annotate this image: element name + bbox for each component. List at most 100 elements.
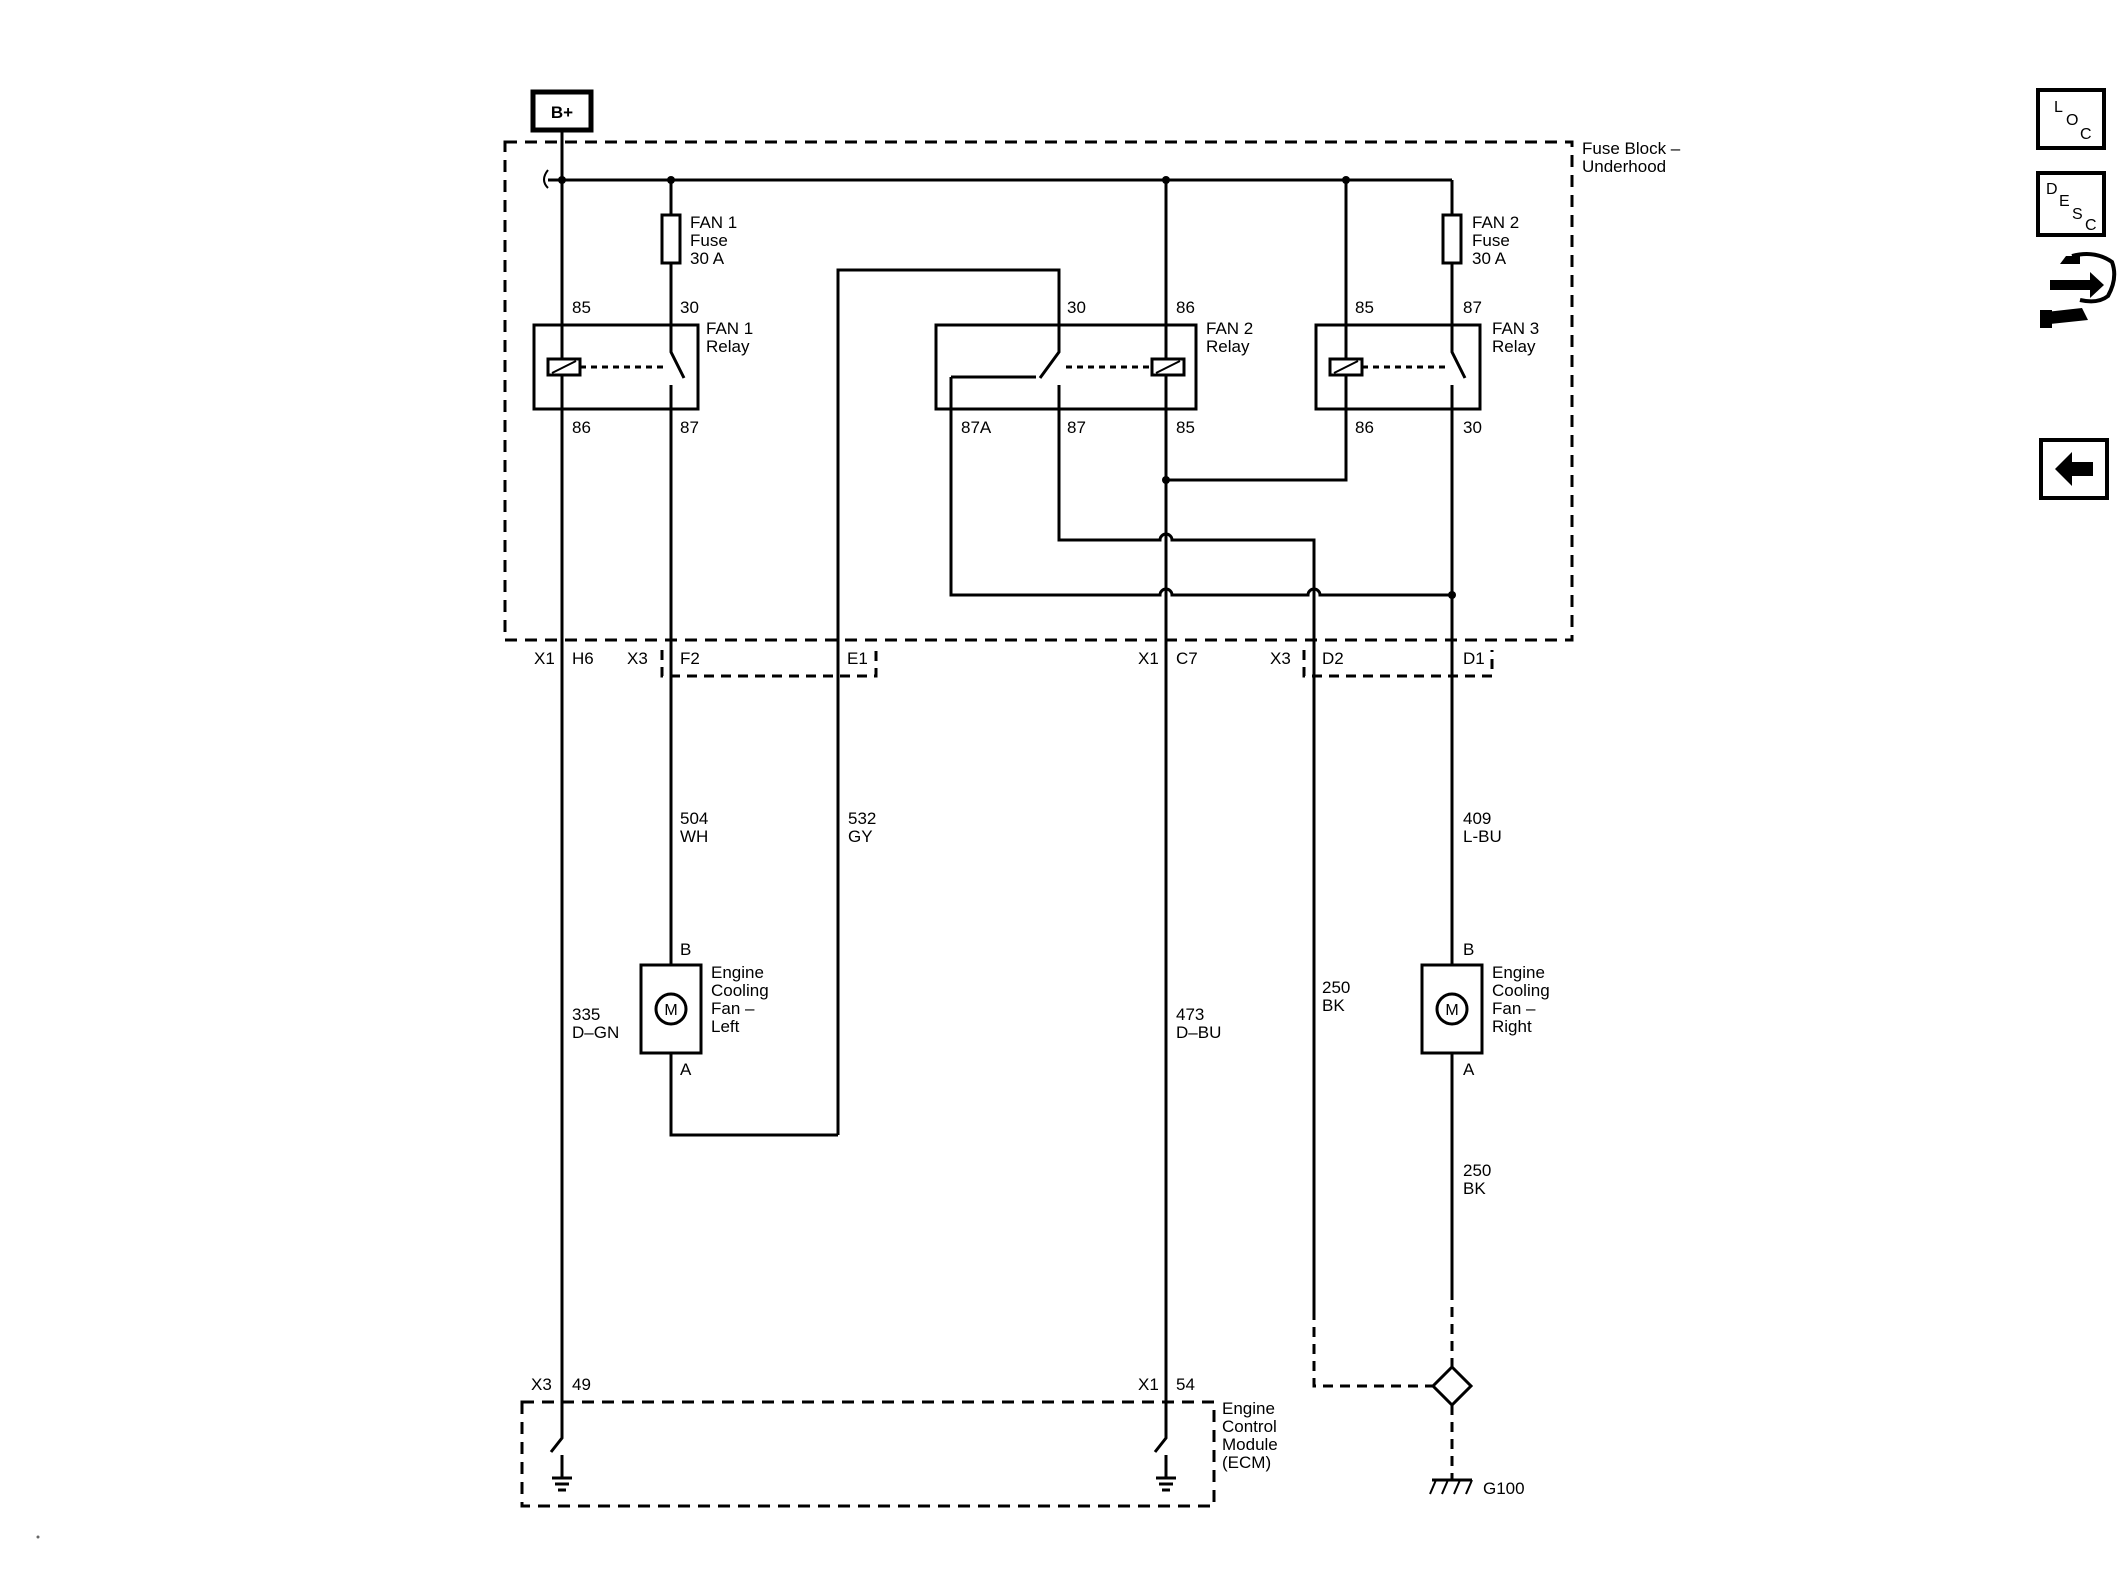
svg-text:X1: X1 (1138, 649, 1159, 668)
svg-text:FAN 1: FAN 1 (706, 319, 753, 338)
svg-text:H6: H6 (572, 649, 594, 668)
svg-text:F2: F2 (680, 649, 700, 668)
svg-text:BK: BK (1463, 1179, 1486, 1198)
fan2-relay-switch (1038, 325, 1061, 379)
svg-text:Control: Control (1222, 1417, 1277, 1436)
svg-text:250: 250 (1322, 978, 1350, 997)
wire-335-label: 335 D–GN (572, 1005, 619, 1042)
location-button[interactable]: L O C (2036, 88, 2106, 150)
cooling-fan-right: M (1420, 963, 1484, 1055)
svg-text:B: B (680, 940, 691, 959)
fan3-relay-label: FAN 3 Relay (1492, 319, 1539, 356)
fan1-relay-switch (669, 325, 686, 409)
svg-text:L: L (2054, 99, 2063, 116)
svg-text:335: 335 (572, 1005, 600, 1024)
svg-text:54: 54 (1176, 1375, 1195, 1394)
fan1-fuse-label: FAN 1 Fuse 30 A (690, 213, 737, 268)
fuse-block-outline (503, 140, 1574, 642)
svg-text:M: M (1445, 1002, 1458, 1019)
svg-text:(ECM): (ECM) (1222, 1453, 1271, 1472)
svg-text:X1: X1 (534, 649, 555, 668)
svg-text:E: E (2059, 193, 2070, 210)
fan2-relay-label: FAN 2 Relay (1206, 319, 1253, 356)
svg-text:A: A (1463, 1060, 1475, 1079)
svg-text:L-BU: L-BU (1463, 827, 1502, 846)
ecm-low-side-driver-1 (549, 1425, 572, 1492)
fan2-relay (934, 323, 1198, 411)
back-button[interactable] (2039, 438, 2109, 500)
svg-text:87: 87 (1067, 418, 1086, 437)
connector-x3-right (1302, 650, 1494, 678)
svg-text:Engine: Engine (1492, 963, 1545, 982)
svg-text:85: 85 (1355, 298, 1374, 317)
svg-text:S: S (2072, 206, 2083, 223)
svg-text:O: O (2066, 112, 2078, 129)
svg-text:473: 473 (1176, 1005, 1204, 1024)
svg-text:D2: D2 (1322, 649, 1344, 668)
svg-text:49: 49 (572, 1375, 591, 1394)
svg-text:X3: X3 (1270, 649, 1291, 668)
svg-text:B: B (1463, 940, 1474, 959)
svg-text:86: 86 (1355, 418, 1374, 437)
connector-wrench-icon[interactable] (2040, 252, 2117, 328)
svg-text:FAN 2: FAN 2 (1206, 319, 1253, 338)
svg-text:504: 504 (680, 809, 708, 828)
svg-text:X3: X3 (627, 649, 648, 668)
svg-text:M: M (664, 1002, 677, 1019)
fan1-relay (532, 323, 700, 411)
svg-text:Engine: Engine (1222, 1399, 1275, 1418)
svg-text:Relay: Relay (1492, 337, 1536, 356)
svg-text:C7: C7 (1176, 649, 1198, 668)
left-arrow-icon (2055, 452, 2093, 486)
svg-text:Underhood: Underhood (1582, 157, 1666, 176)
cooling-fan-left: M (639, 963, 703, 1055)
cooling-fan-right-label: Engine Cooling Fan – Right (1492, 963, 1550, 1036)
svg-text:87: 87 (680, 418, 699, 437)
splice-symbol (543, 169, 549, 189)
svg-text:Fuse Block –: Fuse Block – (1582, 139, 1681, 158)
svg-text:85: 85 (1176, 418, 1195, 437)
svg-text:BK: BK (1322, 996, 1345, 1015)
cooling-fan-left-label: Engine Cooling Fan – Left (711, 963, 769, 1036)
svg-text:30 A: 30 A (1472, 249, 1507, 268)
wire-250a-label: 250 BK (1322, 978, 1350, 1015)
svg-text:A: A (680, 1060, 692, 1079)
svg-text:FAN 3: FAN 3 (1492, 319, 1539, 338)
wire-532-label: 532 GY (848, 809, 876, 846)
ground-splice (1430, 1364, 1474, 1408)
svg-text:D–GN: D–GN (572, 1023, 619, 1042)
svg-text:30 A: 30 A (690, 249, 725, 268)
wire-532-gy (836, 268, 1061, 1135)
ecm-outline (520, 1400, 1216, 1508)
wire-473-label: 473 D–BU (1176, 1005, 1221, 1042)
svg-text:85: 85 (572, 298, 591, 317)
wire-504-label: 504 WH (680, 809, 708, 846)
svg-text:GY: GY (848, 827, 873, 846)
svg-text:C: C (2085, 217, 2097, 234)
svg-text:E1: E1 (847, 649, 868, 668)
svg-text:X3: X3 (531, 1375, 552, 1394)
svg-text:Relay: Relay (706, 337, 750, 356)
svg-text:Left: Left (711, 1017, 740, 1036)
svg-text:409: 409 (1463, 809, 1491, 828)
connector-labels: X1 H6 X3 F2 E1 X1 C7 X3 D2 D1 (534, 649, 1485, 668)
svg-text:C: C (2080, 126, 2092, 143)
svg-text:86: 86 (572, 418, 591, 437)
fan2-fuse (1441, 213, 1463, 265)
fan1-fuse (660, 213, 682, 265)
ecm-low-side-driver-2 (1153, 1390, 1176, 1492)
svg-text:532: 532 (848, 809, 876, 828)
svg-text:Right: Right (1492, 1017, 1532, 1036)
svg-text:87A: 87A (961, 418, 992, 437)
fuse-block-label: Fuse Block – Underhood (1582, 139, 1681, 176)
svg-text:FAN 1: FAN 1 (690, 213, 737, 232)
svg-text:Cooling: Cooling (711, 981, 769, 1000)
svg-text:86: 86 (1176, 298, 1195, 317)
ground-g100-label: G100 (1483, 1479, 1525, 1498)
svg-text:Fan –: Fan – (1492, 999, 1536, 1018)
fan2-relay-coil (1150, 357, 1186, 377)
svg-text:Engine: Engine (711, 963, 764, 982)
svg-text:Relay: Relay (1206, 337, 1250, 356)
description-button[interactable]: D E S C (2036, 171, 2106, 237)
svg-text:250: 250 (1463, 1161, 1491, 1180)
